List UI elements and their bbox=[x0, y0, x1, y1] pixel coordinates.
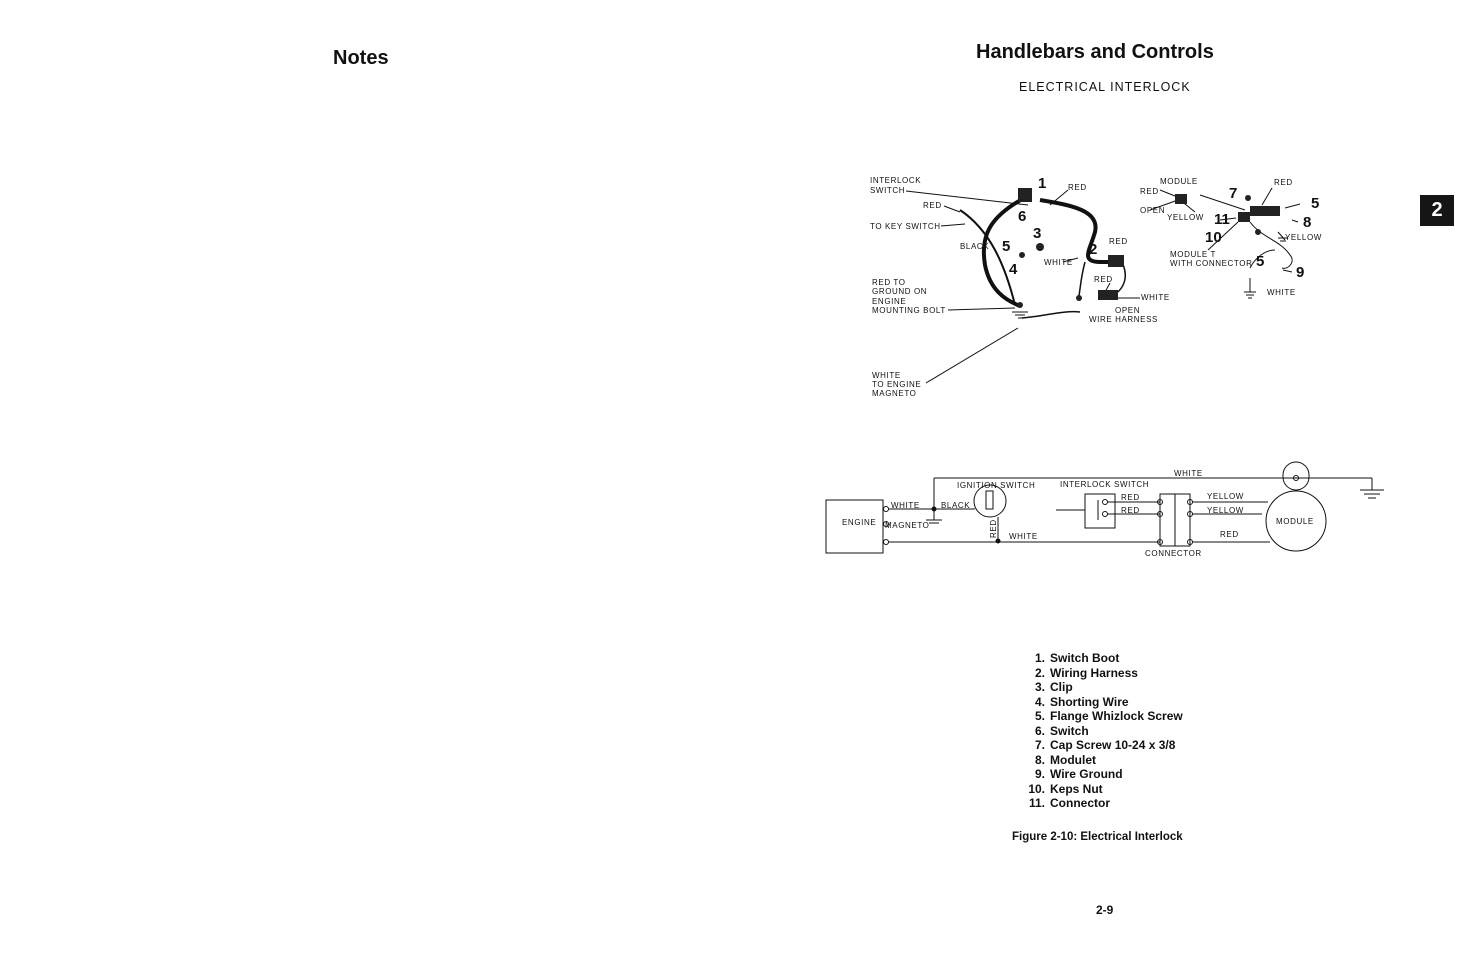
label-wire-harness: WIRE HARNESS bbox=[1089, 315, 1158, 324]
left-page-title: Notes bbox=[333, 47, 389, 69]
callout-9: 9 bbox=[1296, 264, 1304, 281]
label-magneto-1: WHITE bbox=[872, 371, 901, 380]
list-item: 8.Modulet bbox=[1034, 752, 1096, 767]
callout-4: 4 bbox=[1009, 261, 1018, 278]
schematic-black: BLACK bbox=[941, 501, 970, 510]
list-item: 6.Switch bbox=[1034, 723, 1089, 738]
section-tab: 2 bbox=[1420, 195, 1454, 226]
callout-7: 7 bbox=[1229, 185, 1237, 202]
label-interlock-switch-2: SWITCH bbox=[870, 186, 905, 195]
callout-5b: 5 bbox=[1311, 195, 1319, 212]
list-item: 10.Keps Nut bbox=[1028, 781, 1103, 796]
label-white-c: WHITE bbox=[1267, 288, 1296, 297]
schematic-white-in: WHITE bbox=[891, 501, 920, 510]
schematic-red-vertical: RED bbox=[989, 519, 998, 538]
schematic-yellow-2: YELLOW bbox=[1207, 506, 1244, 515]
callout-8: 8 bbox=[1303, 214, 1311, 231]
figure-caption: Figure 2-10: Electrical Interlock bbox=[1012, 831, 1183, 843]
schematic-ignition-switch: IGNITION SWITCH bbox=[957, 481, 1035, 490]
parts-list: 1.Switch Boot 2.Wiring Harness 3.Clip 4.… bbox=[1024, 651, 1183, 811]
label-ground-4: MOUNTING BOLT bbox=[872, 306, 946, 315]
label-white-a: WHITE bbox=[1044, 258, 1073, 267]
label-yellow-b: YELLOW bbox=[1285, 233, 1322, 242]
schematic-red-2: RED bbox=[1121, 506, 1140, 515]
label-black: BLACK bbox=[960, 242, 989, 251]
wiring-schematic: ENGINE WHITE IGNITION SWITCH INTERLOCK S… bbox=[825, 461, 1384, 558]
interlock-illustration: INTERLOCK SWITCH RED RED TO KEY SWITCH B… bbox=[870, 175, 1322, 398]
label-ground-3: ENGINE bbox=[872, 297, 906, 306]
callout-11: 11 bbox=[1214, 211, 1230, 228]
schematic-red-1: RED bbox=[1121, 493, 1140, 502]
label-red-e: RED bbox=[1140, 187, 1159, 196]
list-item: 7.Cap Screw 10-24 x 3/8 bbox=[1034, 738, 1176, 752]
callout-5c: 5 bbox=[1256, 253, 1264, 270]
list-item: 2.Wiring Harness bbox=[1034, 665, 1138, 680]
label-open-b: OPEN bbox=[1140, 206, 1165, 215]
schematic-yellow-1: YELLOW bbox=[1207, 492, 1244, 501]
label-magneto-3: MAGNETO bbox=[872, 389, 917, 398]
schematic-red-3: RED bbox=[1220, 530, 1239, 539]
label-red-a: RED bbox=[923, 201, 942, 210]
schematic-white-top: WHITE bbox=[1174, 469, 1203, 478]
label-red-c: RED bbox=[1109, 237, 1128, 246]
label-to-key-switch: TO KEY SWITCH bbox=[870, 222, 941, 231]
label-yellow-a: YELLOW bbox=[1167, 213, 1204, 222]
list-item: 4.Shorting Wire bbox=[1034, 694, 1129, 709]
section-subtitle: ELECTRICAL INTERLOCK bbox=[1019, 80, 1191, 94]
callout-6: 6 bbox=[1018, 208, 1026, 225]
label-white-b: WHITE bbox=[1141, 293, 1170, 302]
label-module-t-2: WITH CONNECTOR bbox=[1170, 259, 1252, 268]
schematic-engine: ENGINE bbox=[842, 518, 876, 527]
list-item: 1.Switch Boot bbox=[1034, 651, 1120, 665]
schematic-connector: CONNECTOR bbox=[1145, 549, 1202, 558]
label-ground-2: GROUND ON bbox=[872, 287, 927, 296]
list-item: 5.Flange Whizlock Screw bbox=[1034, 709, 1183, 723]
page-title: Handlebars and Controls bbox=[976, 41, 1214, 63]
label-ground-1: RED TO bbox=[872, 278, 906, 287]
label-red-b: RED bbox=[1068, 183, 1087, 192]
schematic-magneto: MAGNETO bbox=[885, 521, 930, 530]
callout-3: 3 bbox=[1033, 225, 1041, 242]
label-interlock-switch-1: INTERLOCK bbox=[870, 176, 921, 185]
label-module-t-1: MODULE T bbox=[1170, 250, 1216, 259]
list-item: 9.Wire Ground bbox=[1034, 767, 1123, 781]
page-number: 2-9 bbox=[1096, 903, 1114, 917]
list-item: 11.Connector bbox=[1028, 796, 1110, 810]
callout-10: 10 bbox=[1205, 229, 1222, 246]
list-item: 3.Clip bbox=[1034, 680, 1073, 694]
label-red-f: RED bbox=[1274, 178, 1293, 187]
label-magneto-2: TO ENGINE bbox=[872, 380, 921, 389]
callout-1: 1 bbox=[1038, 175, 1046, 192]
callout-5a: 5 bbox=[1002, 238, 1010, 255]
schematic-white-bottom: WHITE bbox=[1009, 532, 1038, 541]
label-open: OPEN bbox=[1115, 306, 1140, 315]
callout-2: 2 bbox=[1089, 241, 1097, 258]
schematic-interlock-switch: INTERLOCK SWITCH bbox=[1060, 480, 1149, 489]
label-red-d: RED bbox=[1094, 275, 1113, 284]
label-module: MODULE bbox=[1160, 177, 1198, 186]
schematic-module: MODULE bbox=[1276, 517, 1314, 526]
